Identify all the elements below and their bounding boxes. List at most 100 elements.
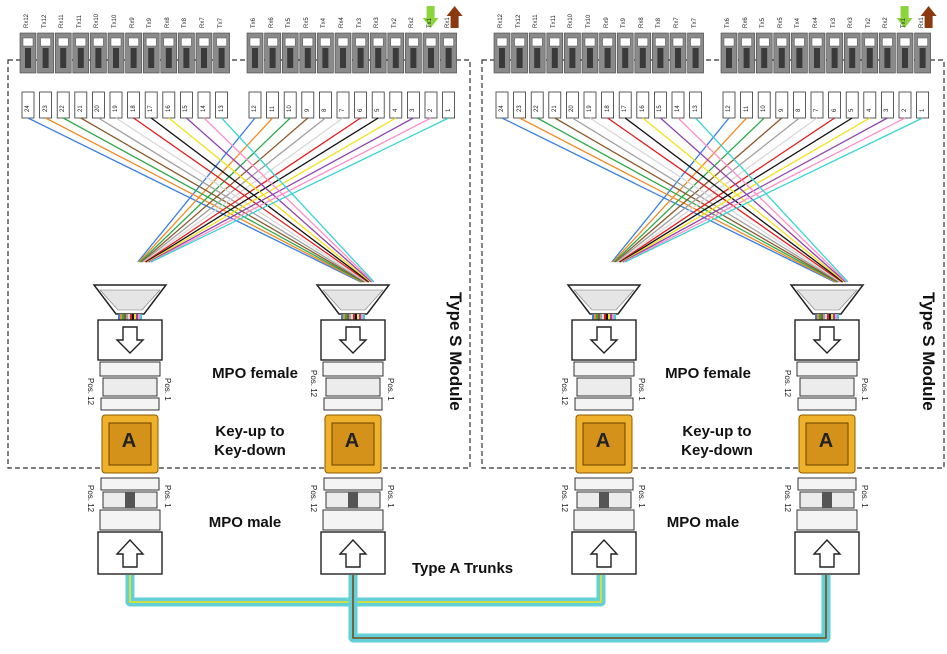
fiber [222,118,374,282]
fiber-stripe [612,314,614,320]
lc-latch [322,48,328,68]
fiber-stripe [351,314,353,320]
lc-window [181,38,191,46]
port-tab [566,92,578,118]
port-tab [372,92,384,118]
fiber [572,118,839,282]
fiber-stripe [819,314,821,320]
port-tab [741,92,753,118]
fiber [696,118,848,282]
fiber-stripe [130,314,132,320]
lc-window [76,38,86,46]
lc-latch [428,48,434,68]
lc-window [550,38,560,46]
port-tab [672,92,684,118]
fiber-stripe [118,314,120,320]
port-tab [319,92,331,118]
lc-window [426,38,436,46]
mpo-adapter-face [332,423,374,465]
fiber-stripe [831,314,833,320]
port-tab [584,92,596,118]
fiber [28,118,361,282]
lc-window [515,38,525,46]
fiber-stripe [363,314,365,320]
lc-window [146,38,156,46]
port-tab [531,92,543,118]
lc-latch [744,48,750,68]
port-tab [637,92,649,118]
lc-window [724,38,734,46]
lc-latch [884,48,890,68]
fiber-stripe [600,314,602,320]
lc-window [638,38,648,46]
lc-latch [287,48,293,68]
port-tab [40,92,52,118]
lc-latch [675,48,681,68]
port-tab [723,92,735,118]
fiber-stripe [837,314,839,320]
lc-latch [657,48,663,68]
lc-latch [726,48,732,68]
port-tab [128,92,140,118]
port-tab [829,92,841,118]
lc-window [812,38,822,46]
lc-window [268,38,278,46]
lc-window [900,38,910,46]
fiber-stripe [608,314,610,320]
lc-window [373,38,383,46]
port-tab [92,92,104,118]
lc-window [338,38,348,46]
lc-latch [796,48,802,68]
mpo-male-key [348,492,358,508]
port-tab [145,92,157,118]
lc-window [111,38,121,46]
mpo-adapter-face [109,423,151,465]
mpo-male-key [599,492,609,508]
lc-latch [219,48,225,68]
mpo-male-ring [574,510,634,530]
lc-window [655,38,665,46]
lc-window [759,38,769,46]
port-tab [758,92,770,118]
fiber-stripe [614,314,616,320]
lc-latch [640,48,646,68]
fiber-stripe [602,314,604,320]
mpo-female-ring [100,362,160,376]
module-border-right [482,60,944,468]
port-tab [267,92,279,118]
port-tab [602,92,614,118]
port-tab [302,92,314,118]
lc-window [164,38,174,46]
port-tab [390,92,402,118]
fiber-stripe [132,314,134,320]
lc-latch [183,48,189,68]
lc-latch [552,48,558,68]
mpo-male-ring [797,510,857,530]
mpo-male-collar [324,478,382,490]
port-tab [216,92,228,118]
lc-window [23,38,33,46]
mpo-female-ring [574,362,634,376]
lc-window [918,38,928,46]
port-tab [549,92,561,118]
lc-latch [148,48,154,68]
mpo-male-ring [323,510,383,530]
lc-latch [499,48,505,68]
port-tab [864,92,876,118]
port-tab [443,92,455,118]
lc-window [285,38,295,46]
lc-window [742,38,752,46]
port-tab [811,92,823,118]
lc-latch [375,48,381,68]
lc-window [532,38,542,46]
lc-latch [305,48,311,68]
fiber-stripe [138,314,140,320]
lc-window [830,38,840,46]
fiber [520,118,836,282]
fiber-stripe [598,314,600,320]
port-tab [284,92,296,118]
fiber [608,118,842,282]
mpo-female-collar [798,398,856,410]
port-tab [690,92,702,118]
